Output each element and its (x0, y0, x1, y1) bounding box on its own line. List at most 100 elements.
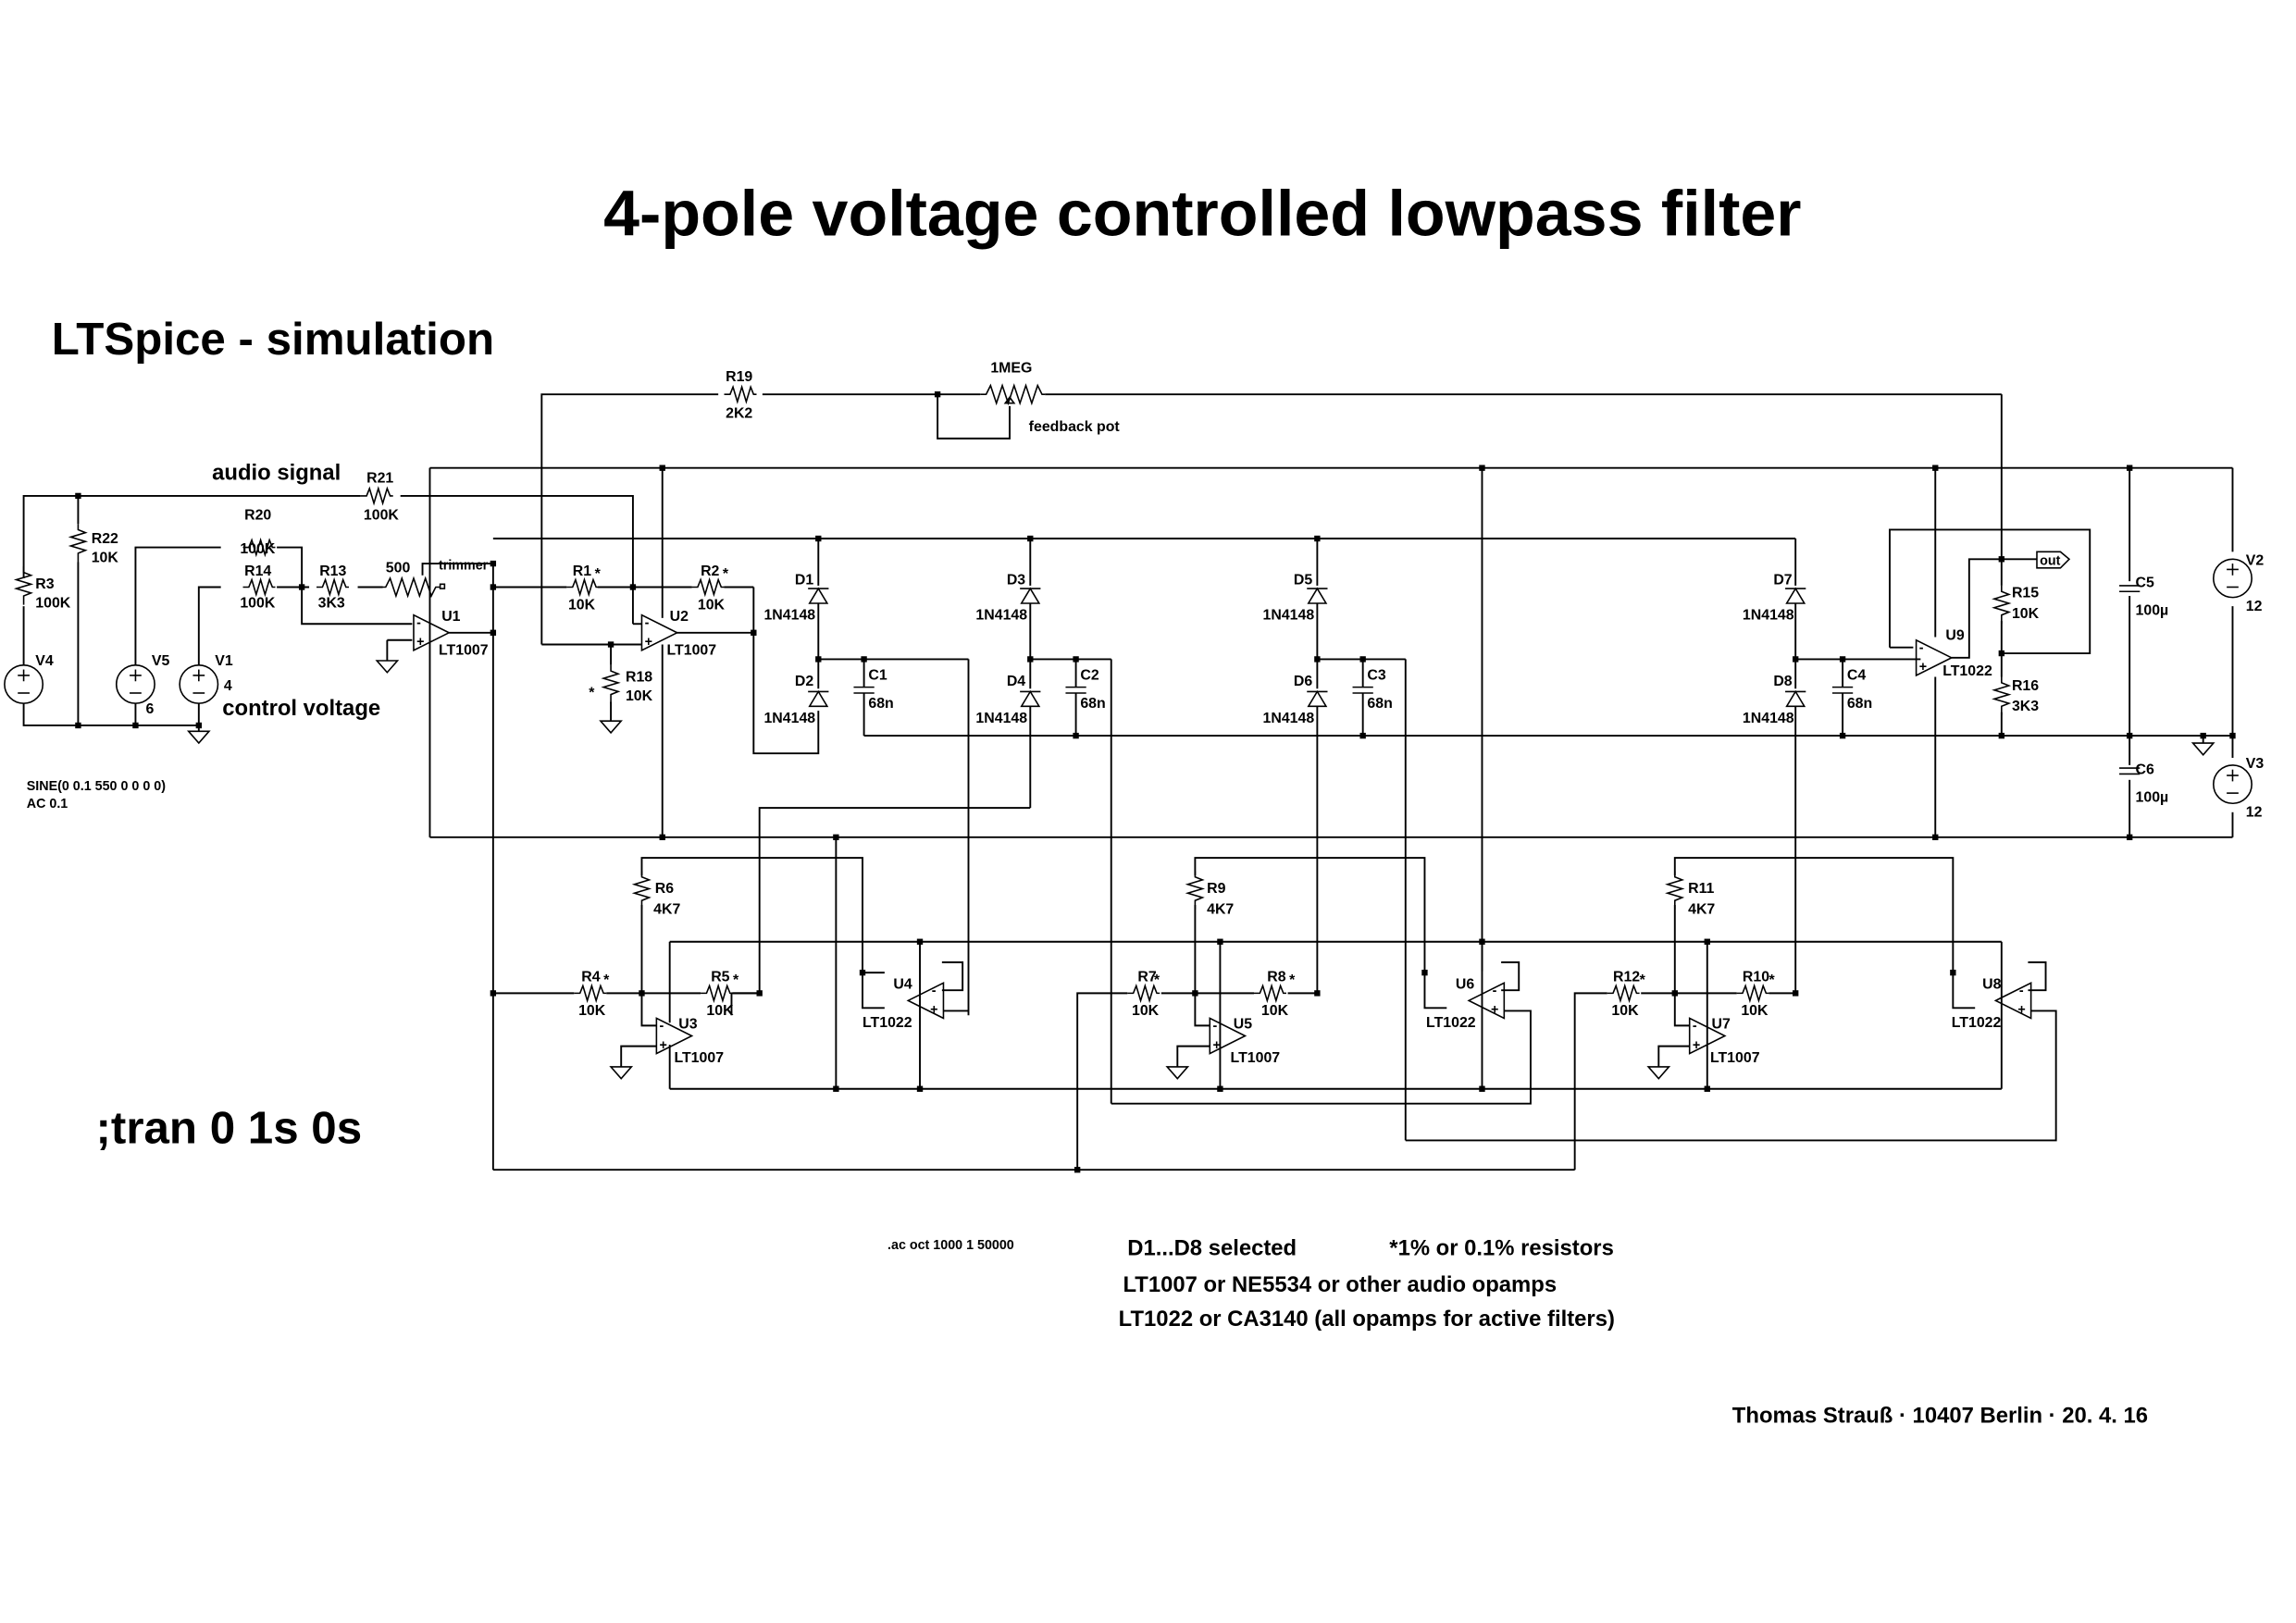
ground-icon (2191, 742, 2215, 756)
label-C5: C5 (2136, 575, 2154, 590)
value-C5: 100µ (2136, 603, 2169, 619)
precision-star: * (1154, 973, 1160, 988)
value-feedback-pot: 1MEG (990, 360, 1032, 376)
label-R10: R10 (1743, 970, 1769, 985)
resistor-R4-symbol (573, 985, 608, 1002)
capacitor-C3-symbol (1351, 686, 1374, 694)
resistor-R21-symbol (359, 488, 394, 504)
label-D4: D4 (1007, 674, 1025, 689)
precision-star: * (1769, 973, 1776, 988)
precision-star: * (1289, 973, 1296, 988)
label-D8: D8 (1773, 674, 1792, 689)
value-R11: 4K7 (1688, 902, 1715, 918)
resistor-R15-symbol (1993, 585, 2010, 626)
pot-trimmer-symbol (379, 576, 441, 599)
label-R1: R1 (573, 564, 591, 579)
label-V1: V1 (215, 653, 233, 669)
label-R6: R6 (655, 881, 674, 897)
value-R9: 4K7 (1207, 902, 1234, 918)
value-D3: 1N4148 (975, 607, 1027, 623)
audio-signal-label: audio signal (212, 460, 341, 485)
resistor-R9-symbol (1186, 870, 1204, 911)
value-U2: LT1007 (667, 643, 717, 659)
value-R1: 10K (568, 597, 596, 613)
value-D6: 1N4148 (1263, 711, 1315, 726)
value-U6: LT1022 (1426, 1015, 1476, 1031)
resistor-R12-symbol (1606, 985, 1641, 1002)
value-D8: 1N4148 (1743, 711, 1794, 726)
tran-directive: ;tran 0 1s 0s (96, 1103, 363, 1154)
note-diodes-selected: D1...D8 selected (1127, 1235, 1297, 1260)
label-R11: R11 (1688, 881, 1714, 897)
value-U7: LT1007 (1710, 1050, 1760, 1066)
label-D2: D2 (795, 674, 813, 689)
label-V5: V5 (152, 653, 170, 669)
label-C6: C6 (2136, 762, 2154, 777)
value-D4: 1N4148 (975, 711, 1027, 726)
label-R3: R3 (35, 576, 54, 592)
source-v4-ac: AC 0.1 (27, 797, 68, 812)
diode-D7-symbol (1784, 588, 1807, 604)
ac-directive: .ac oct 1000 1 50000 (887, 1238, 1014, 1253)
value-C6: 100µ (2136, 790, 2169, 806)
value-V2: 12 (2246, 599, 2263, 614)
diode-D8-symbol (1784, 690, 1807, 708)
value-R4: 10K (578, 1003, 606, 1019)
label-V4: V4 (35, 653, 54, 669)
resistor-R18-symbol (602, 663, 619, 704)
label-U3: U3 (678, 1017, 697, 1033)
value-C3: 68n (1367, 696, 1392, 712)
value-V3: 12 (2246, 805, 2263, 821)
subtitle: LTSpice - simulation (52, 314, 494, 365)
label-D1: D1 (795, 572, 813, 588)
diode-D4-symbol (1019, 690, 1042, 708)
value-V5: 6 (146, 701, 155, 717)
value-R6: 4K7 (653, 902, 680, 918)
diode-D2-symbol (807, 690, 830, 708)
resistor-R14-symbol (242, 578, 277, 596)
note-filter-opamps: LT1022 or CA3140 (all opamps for active … (1119, 1307, 1615, 1332)
resistor-R19-symbol (723, 386, 758, 403)
value-R7: 10K (1132, 1003, 1160, 1019)
capacitor-C2-symbol (1064, 686, 1087, 694)
value-D5: 1N4148 (1263, 607, 1315, 623)
note-precision-resistors: *1% or 0.1% resistors (1389, 1235, 1614, 1260)
label-U7: U7 (1712, 1017, 1731, 1033)
author-signature: Thomas Strauß · 10407 Berlin · 20. 4. 16 (1732, 1404, 2148, 1429)
resistor-R13-symbol (316, 578, 350, 596)
control-voltage-label: control voltage (222, 696, 380, 721)
label-U9: U9 (1945, 628, 1964, 644)
label-R12: R12 (1613, 970, 1640, 985)
label-R2: R2 (701, 564, 719, 579)
value-R18: 10K (626, 688, 653, 704)
resistor-R10-symbol (1735, 985, 1770, 1002)
opamp-U4-symbol (907, 982, 945, 1020)
label-C4: C4 (1847, 668, 1866, 684)
label-D6: D6 (1294, 674, 1312, 689)
precision-star: * (603, 973, 610, 988)
value-U5: LT1007 (1231, 1050, 1281, 1066)
ground-icon (1166, 1066, 1189, 1080)
value-U9: LT1022 (1942, 663, 1992, 679)
resistors (15, 383, 2010, 1002)
precision-star: * (733, 973, 739, 988)
value-R16: 3K3 (2012, 699, 2039, 714)
value-R10: 10K (1741, 1003, 1769, 1019)
precision-star: * (723, 566, 729, 582)
note-audio-opamps: LT1007 or NE5534 or other audio opamps (1123, 1272, 1557, 1297)
ground-icon (187, 730, 210, 744)
label-U5: U5 (1234, 1017, 1252, 1033)
diode-D6-symbol (1306, 690, 1329, 708)
value-R20: 100K (240, 541, 276, 557)
diode-D5-symbol (1306, 588, 1329, 604)
resistor-R16-symbol (1993, 675, 2010, 716)
resistor-R5-symbol (700, 985, 734, 1002)
label-R4: R4 (581, 970, 600, 985)
label-R13: R13 (319, 564, 346, 579)
source-v4-spec: SINE(0 0.1 550 0 0 0 0) (27, 779, 166, 794)
label-R21: R21 (366, 471, 393, 487)
component-labels: R21 100K R22 10K R3 100K R20 100K R14 10… (27, 360, 2265, 1066)
pot-feedback-wiper (1003, 396, 1016, 404)
precision-star: * (589, 686, 595, 701)
